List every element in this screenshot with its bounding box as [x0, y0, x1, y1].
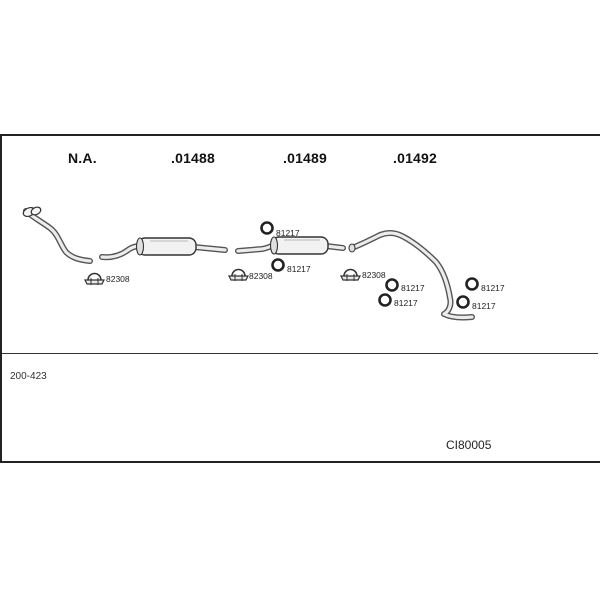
rubber-ring-icon [385, 278, 399, 292]
rubber-ring-icon [456, 295, 470, 309]
middle-muffler [99, 237, 228, 261]
front-pipe [22, 206, 93, 264]
diagram-frame [0, 134, 596, 463]
header-01488: .01488 [171, 150, 216, 166]
part-label-81217: 81217 [481, 283, 505, 293]
clamp-icon [340, 268, 361, 281]
header-01492: .01492 [393, 150, 438, 166]
diagram-divider [2, 353, 598, 354]
clamp-icon [228, 268, 249, 281]
part-label-82308: 82308 [106, 274, 130, 284]
part-label-81217: 81217 [472, 301, 496, 311]
diagram-frame-edge [596, 134, 600, 463]
rubber-ring-icon [378, 293, 392, 307]
diagram-code: CI80005 [446, 438, 492, 452]
header-na: N.A. [68, 150, 97, 166]
rear-silencer [235, 236, 346, 255]
clamp-icon [84, 272, 105, 285]
header-01489: .01489 [283, 150, 328, 166]
part-label-81217: 81217 [401, 283, 425, 293]
rubber-ring-icon [260, 221, 274, 235]
footer-note: 200-423 [10, 371, 47, 382]
part-label-82308: 82308 [249, 271, 273, 281]
rubber-ring-icon [465, 277, 479, 291]
part-label-82308: 82308 [362, 270, 386, 280]
part-label-81217: 81217 [394, 298, 418, 308]
part-label-81217: 81217 [276, 228, 300, 238]
part-label-81217: 81217 [287, 264, 311, 274]
rubber-ring-icon [271, 258, 285, 272]
tail-pipe [348, 230, 475, 321]
